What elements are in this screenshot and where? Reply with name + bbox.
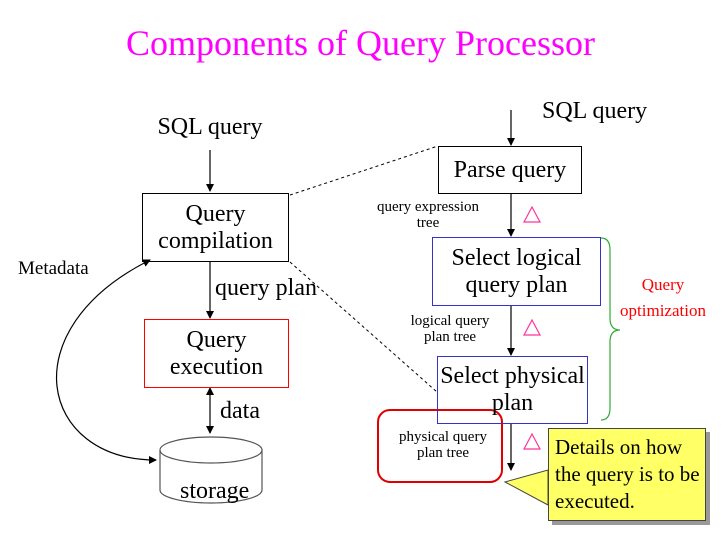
left-sql-query-label: SQL query xyxy=(157,114,263,140)
select-physical-plan-text: Select physical plan xyxy=(440,363,585,416)
query-optimization-label: Query optimization xyxy=(620,275,706,320)
query-execution-box: Query execution xyxy=(144,319,289,388)
details-callout: Details on how the query is to be execut… xyxy=(548,428,706,521)
select-logical-plan-box: Select logical query plan xyxy=(432,237,601,306)
dashed-line-top xyxy=(289,145,439,196)
select-logical-plan-text: Select logical query plan xyxy=(451,244,582,298)
dashed-line-bottom xyxy=(289,261,438,393)
slide-title: Components of Query Processor xyxy=(126,23,595,63)
query-plan-label: query plan xyxy=(215,275,317,301)
right-sql-query-label: SQL query xyxy=(542,98,648,124)
callout-pointer xyxy=(503,469,549,506)
storage-label: storage xyxy=(180,478,250,504)
delta-triangle-icon xyxy=(523,205,541,223)
select-physical-plan-box: Select physical plan xyxy=(437,356,588,424)
data-label: data xyxy=(220,398,260,424)
query-execution-text: Query execution xyxy=(169,326,264,380)
physical-query-plan-tree-label: physical query plan tree xyxy=(399,429,487,461)
details-callout-text: Details on how the query is to be execut… xyxy=(555,434,700,514)
query-expression-tree-label: query expression tree xyxy=(376,199,480,231)
highlight-rounded-box xyxy=(377,409,503,483)
delta-triangle-icon xyxy=(523,432,541,450)
delta-triangle-icon xyxy=(523,318,541,336)
metadata-label: Metadata xyxy=(18,258,89,279)
metadata-arrow xyxy=(55,259,157,464)
logical-query-plan-tree-label: logical query plan tree xyxy=(410,313,490,345)
curly-brace-icon xyxy=(600,237,621,421)
storage-cylinder-icon xyxy=(159,436,263,504)
parse-query-box: Parse query xyxy=(438,146,582,194)
query-compilation-text: Query compilation xyxy=(158,200,273,254)
query-compilation-box: Query compilation xyxy=(142,193,289,262)
parse-query-text: Parse query xyxy=(453,156,567,183)
